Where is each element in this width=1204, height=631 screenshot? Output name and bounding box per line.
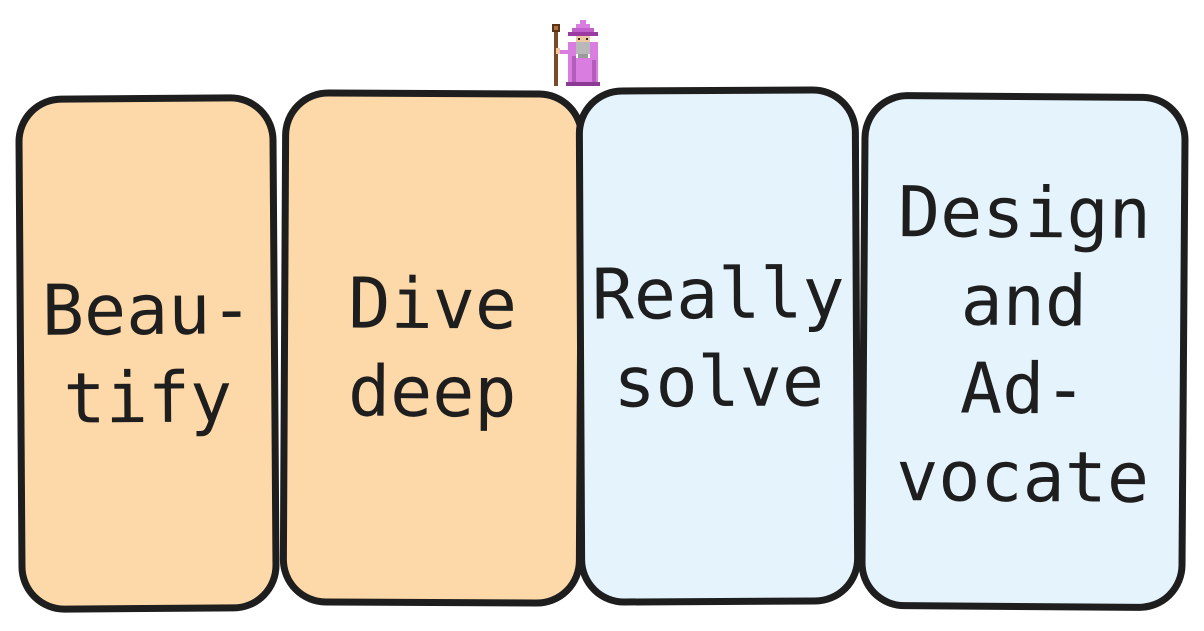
card-label-really-solve: Really solve — [591, 252, 845, 424]
card-really-solve: Really solve — [575, 86, 862, 606]
card-design-and-advocate: Design and Ad- vocate — [858, 91, 1189, 612]
card-dive-deep: Dive deep — [279, 89, 586, 607]
card-label-dive-deep: Dive deep — [347, 262, 518, 434]
card-label-design-and-advocate: Design and Ad- vocate — [895, 170, 1152, 519]
card-label-beautify: Beau- tify — [41, 267, 253, 440]
card-beautify: Beau- tify — [15, 94, 280, 613]
wizard-icon — [552, 20, 600, 86]
